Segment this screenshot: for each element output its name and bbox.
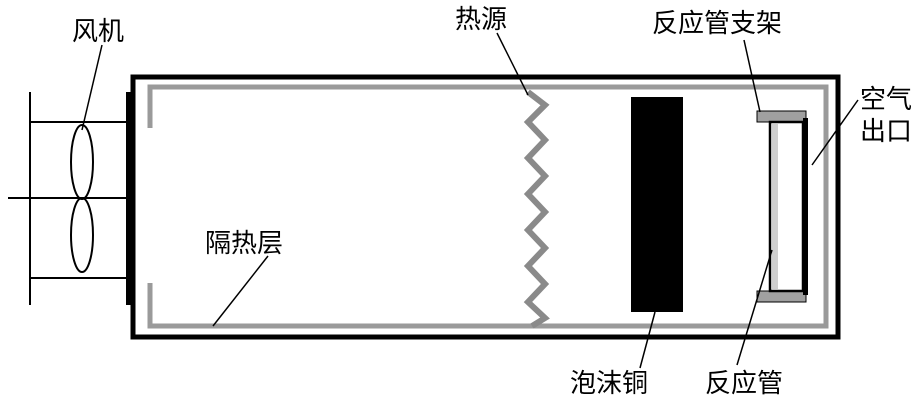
label-air-outlet-line2: 出口 <box>860 117 912 147</box>
leader-reactor-support <box>743 39 761 113</box>
label-copper-foam: 泡沫铜 <box>570 369 648 399</box>
label-reactor-tube: 反应管 <box>705 369 783 399</box>
leader-air-outlet <box>811 99 859 166</box>
label-air-outlet-line1: 空气 <box>860 85 912 115</box>
reactor-tube-inner <box>772 124 778 289</box>
reactor-support-top <box>756 110 807 123</box>
insulation-layer <box>147 84 829 329</box>
heat-source-coil <box>523 89 550 329</box>
copper-foam-block <box>631 97 683 312</box>
leader-insulation <box>212 255 269 327</box>
leader-fan <box>81 44 103 131</box>
leader-heat-source <box>496 32 529 96</box>
leader-copper-foam <box>639 311 656 369</box>
reactor-tube-end <box>803 118 808 295</box>
outer-housing <box>130 74 841 340</box>
leader-reactor-tube <box>736 249 773 366</box>
label-heat-source: 热源 <box>455 5 507 35</box>
fan-assembly <box>8 92 133 305</box>
reactor-support-bottom <box>756 290 807 303</box>
label-insulation: 隔热层 <box>205 229 283 259</box>
label-fan: 风机 <box>72 17 124 47</box>
reactor-tube-assembly <box>756 110 808 303</box>
label-reactor-support: 反应管支架 <box>652 9 782 39</box>
fan-icon <box>30 124 126 273</box>
